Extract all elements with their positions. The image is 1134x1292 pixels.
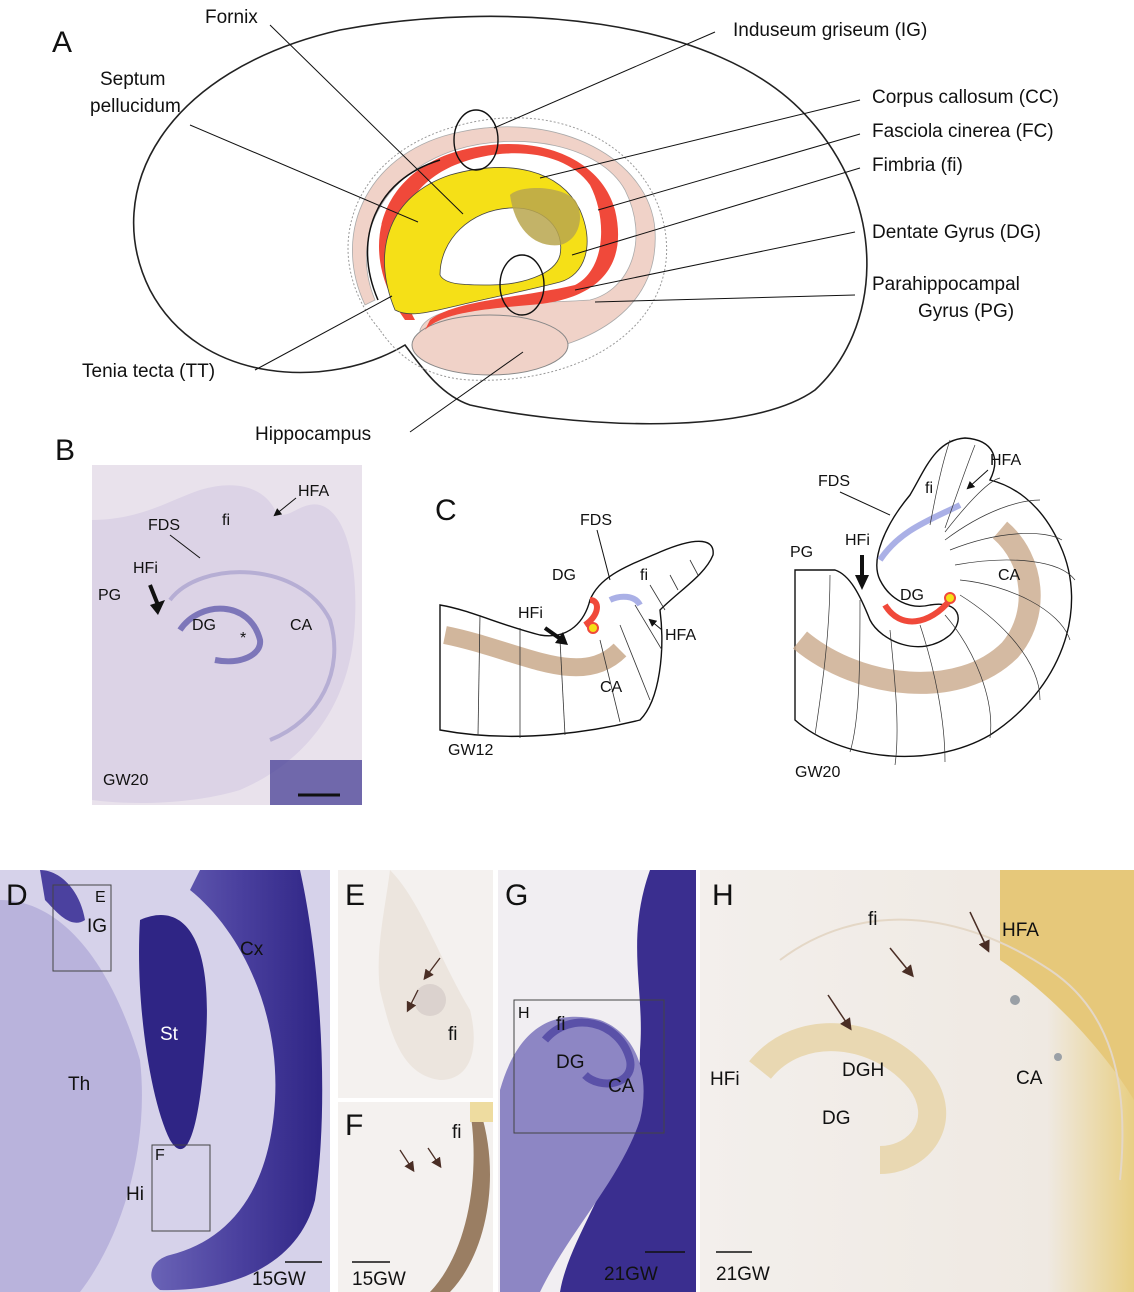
d-label-scale: 15GW [252,1269,306,1290]
panel-d-letter: D [6,879,28,912]
g-label-ca: CA [608,1076,635,1097]
panel-e: E fi [338,870,493,1098]
panel-h-letter: H [712,879,734,912]
panel-f-letter: F [345,1109,363,1142]
label-hippocampus: Hippocampus [255,424,371,445]
g-label-dg: DG [556,1052,585,1073]
c-left-gw: GW12 [448,742,493,759]
label-septum-2: pellucidum [90,96,181,117]
panel-g-letter: G [505,879,528,912]
c-left-fi: fi [640,567,648,584]
d-label-ig: IG [87,916,107,937]
c-right-ca: CA [998,567,1021,584]
f-label-fi: fi [452,1122,462,1143]
b-label-star: * [240,630,246,647]
h-label-dgh: DGH [842,1060,884,1081]
b-label-fi: fi [222,512,230,529]
b-label-hfa: HFA [298,483,329,500]
b-label-dg: DG [192,617,216,634]
d-label-f: F [155,1147,165,1164]
f-label-scale: 15GW [352,1269,406,1290]
panel-b: B HFA fi FDS HFi PG DG * CA GW20 [55,434,362,805]
c-right-fi: fi [925,480,933,497]
label-parahippo-1: Parahippocampal [872,274,1020,295]
hippocampus-lobe [412,315,568,375]
c-right-schematic: HFA FDS fi PG HFi DG CA GW20 [790,438,1075,781]
label-dentate: Dentate Gyrus (DG) [872,222,1041,243]
label-septum-1: Septum [100,69,165,90]
panel-f: F fi 15GW [338,1102,493,1292]
c-right-dg: DG [900,587,924,604]
c-left-hfa: HFA [665,627,696,644]
fimbria-shade [510,188,580,245]
h-label-scale: 21GW [716,1264,770,1285]
g-label-h: H [518,1005,530,1022]
d-label-hi: Hi [126,1184,144,1205]
c-right-gw: GW20 [795,764,840,781]
label-parahippo-2: Gyrus (PG) [918,301,1014,322]
c-right-pg: PG [790,544,813,561]
panel-b-letter: B [55,434,75,467]
panel-h: H fi HFA HFi DGH DG CA 21GW [700,870,1134,1292]
h-label-hfi: HFi [710,1069,740,1090]
d-label-st: St [160,1024,179,1045]
panel-a-letter: A [52,26,72,59]
panel-g: G H fi DG CA 21GW [498,870,696,1292]
h-label-fi: fi [868,909,878,930]
label-induseum: Induseum griseum (IG) [733,20,927,41]
b-label-hfi: HFi [133,560,158,577]
e-label-fi: fi [448,1024,458,1045]
c-left-ca: CA [600,679,623,696]
panel-c: C FDS DG fi HFi [435,438,1075,781]
h-label-dg: DG [822,1108,851,1129]
c-left-hfi: HFi [518,605,543,622]
b-label-gw: GW20 [103,772,148,789]
panel-e-letter: E [345,879,365,912]
label-fasciola: Fasciola cinerea (FC) [872,121,1054,142]
panel-d: D E IG Cx St Th F Hi 15GW [0,870,330,1292]
label-fornix: Fornix [205,7,258,28]
panel-b-lower-band [270,760,362,805]
h-label-ca: CA [1016,1068,1043,1089]
b-label-ca: CA [290,617,313,634]
panel-a: A Fornix [52,7,1059,445]
c-right-hfa: HFA [990,452,1021,469]
label-tenia: Tenia tecta (TT) [82,361,215,382]
label-fimbria: Fimbria (fi) [872,155,963,176]
g-label-scale: 21GW [604,1264,658,1285]
c-right-hfi: HFi [845,532,870,549]
d-label-cx: Cx [240,939,264,960]
b-label-pg: PG [98,587,121,604]
d-label-e: E [95,889,106,906]
b-label-fds: FDS [148,517,180,534]
c-left-schematic: FDS DG fi HFi HFA CA GW12 [440,512,713,759]
c-left-fds: FDS [580,512,612,529]
c-left-dg: DG [552,567,576,584]
c-right-fds: FDS [818,473,850,490]
h-label-hfa: HFA [1002,920,1039,941]
g-label-fi: fi [556,1014,566,1035]
label-corpus: Corpus callosum (CC) [872,87,1059,108]
d-label-th: Th [68,1074,90,1095]
panel-c-letter: C [435,494,457,527]
